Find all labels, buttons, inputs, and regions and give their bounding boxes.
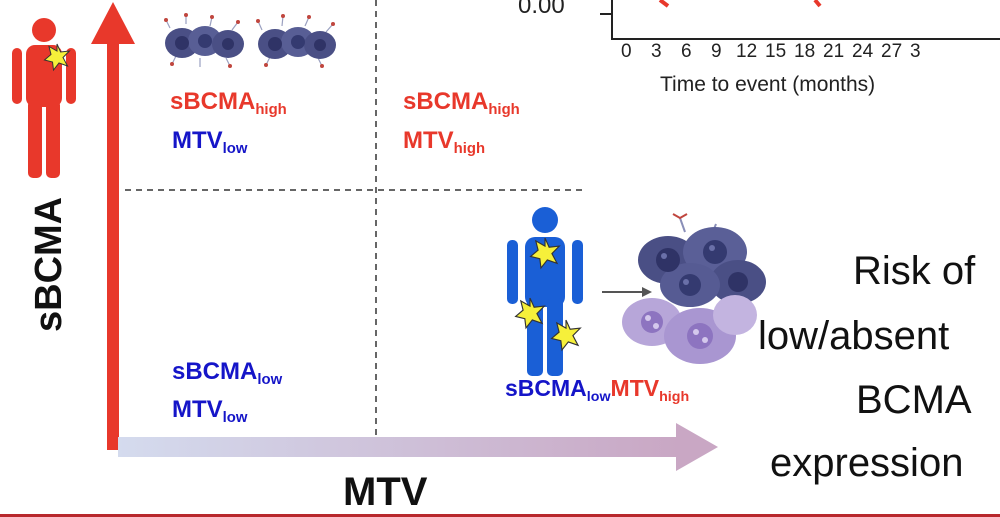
km-red-curve	[658, 0, 670, 8]
quadrant-bottom-right-label: sBCMAlowMTVhigh	[505, 375, 690, 405]
km-x-tick: 15	[765, 41, 787, 62]
quadrant-top-left-mtv: MTVlow	[172, 127, 248, 158]
km-x-tick: 12	[736, 41, 758, 62]
y-axis-shaft	[107, 34, 119, 450]
risk-line-4: expression	[770, 441, 964, 485]
km-red-curve-2	[813, 0, 822, 8]
km-x-tick: 0	[621, 41, 632, 62]
quadrant-bottom-right-sbcma: sBCMAlow	[505, 375, 611, 405]
y-axis-label: sBCMA	[28, 196, 70, 332]
quadrant-bottom-right-mtv: MTVhigh	[610, 375, 690, 405]
myeloma-cell-icon-dark	[638, 213, 766, 307]
km-x-tick: 27	[881, 41, 903, 62]
km-x-tick: 21	[823, 41, 845, 62]
myeloma-cell-icon-cluster-2	[256, 14, 336, 68]
myeloma-cell-icon-light	[622, 295, 757, 364]
person-blue-icon	[507, 207, 583, 376]
km-x-tick: 24	[852, 41, 874, 62]
km-x-tick: 18	[794, 41, 816, 62]
myeloma-cell-icon-cluster-1	[164, 13, 244, 68]
quadrant-top-right-mtv: MTVhigh	[403, 127, 486, 158]
km-x-tick: 3	[651, 41, 662, 62]
person-red-icon	[12, 18, 76, 178]
km-y-tick-label: 0.00	[518, 0, 565, 19]
y-axis-arrowhead	[91, 2, 135, 44]
x-axis-arrowhead	[676, 423, 718, 471]
quadrant-bottom-left-mtv: MTVlow	[172, 396, 248, 427]
quadrant-bottom-left-sbcma: sBCMAlow	[172, 358, 283, 389]
risk-line-2: low/absent	[758, 314, 950, 358]
bottom-border	[0, 514, 1000, 517]
x-axis-label: MTV	[343, 470, 428, 514]
km-x-tick: 9	[711, 41, 722, 62]
quadrant-top-left-sbcma: sBCMAhigh	[170, 88, 287, 119]
km-x-axis-label: Time to event (months)	[660, 73, 876, 96]
km-x-tick: 3	[910, 41, 921, 62]
km-inset	[600, 0, 1000, 40]
x-axis-shaft	[118, 437, 678, 457]
risk-line-1: Risk of	[853, 249, 976, 293]
km-x-tick: 6	[681, 41, 692, 62]
quadrant-top-right-sbcma: sBCMAhigh	[403, 88, 520, 119]
risk-line-3: BCMA	[856, 378, 972, 422]
